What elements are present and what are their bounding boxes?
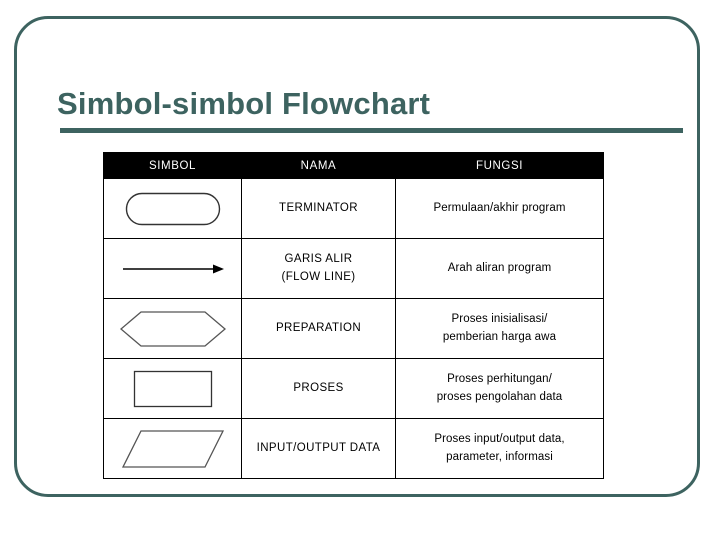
nama-line-2: (FLOW LINE)	[281, 270, 356, 283]
nama-cell: PROSES	[241, 358, 396, 419]
nama-line-1: GARIS ALIR	[284, 252, 353, 265]
terminator-rounded-rectangle-icon	[104, 183, 241, 235]
fungsi-line-1: Proses inisialisasi/	[451, 312, 548, 325]
nama-cell: GARIS ALIR (FLOW LINE)	[241, 238, 396, 299]
input-output-parallelogram-icon	[104, 423, 241, 475]
fungsi-cell: Proses inisialisasi/ pemberian harga awa	[395, 298, 604, 359]
fungsi-cell: Proses perhitungan/ proses pengolahan da…	[395, 358, 604, 419]
symbol-cell	[103, 238, 242, 299]
title-underline-rule	[60, 128, 683, 133]
fungsi-cell: Arah aliran program	[395, 238, 604, 299]
table-row: GARIS ALIR (FLOW LINE) Arah aliran progr…	[103, 238, 604, 299]
table-row: INPUT/OUTPUT DATA Proses input/output da…	[103, 418, 604, 479]
fungsi-cell: Proses input/output data, parameter, inf…	[395, 418, 604, 479]
preparation-hexagon-icon	[104, 303, 241, 355]
fungsi-line-2: proses pengolahan data	[436, 390, 563, 403]
symbol-cell	[103, 298, 242, 359]
column-header-simbol: SIMBOL	[103, 152, 242, 179]
fungsi-line-2: parameter, informasi	[446, 450, 553, 463]
column-header-nama: NAMA	[241, 152, 396, 179]
fungsi-cell: Permulaan/akhir program	[395, 178, 604, 239]
nama-cell: PREPARATION	[241, 298, 396, 359]
nama-cell: TERMINATOR	[241, 178, 396, 239]
symbol-cell	[103, 178, 242, 239]
slide-frame	[14, 16, 700, 497]
flowchart-symbol-table: SIMBOL NAMA FUNGSI TERMINATOR Permulaan/…	[103, 152, 604, 479]
symbol-cell	[103, 358, 242, 419]
column-header-fungsi: FUNGSI	[395, 152, 604, 179]
fungsi-line-1: Proses input/output data,	[434, 432, 565, 445]
table-row: PROSES Proses perhitungan/ proses pengol…	[103, 358, 604, 419]
nama-cell: INPUT/OUTPUT DATA	[241, 418, 396, 479]
process-rectangle-icon	[104, 363, 241, 415]
table-row: TERMINATOR Permulaan/akhir program	[103, 178, 604, 239]
symbol-cell	[103, 418, 242, 479]
flow-line-arrow-icon	[104, 243, 241, 295]
page-title: Simbol-simbol Flowchart	[57, 86, 431, 121]
fungsi-line-2: pemberian harga awa	[442, 330, 557, 343]
fungsi-line-1: Proses perhitungan/	[447, 372, 552, 385]
table-header-row: SIMBOL NAMA FUNGSI	[103, 152, 604, 179]
table-row: PREPARATION Proses inisialisasi/ pemberi…	[103, 298, 604, 359]
